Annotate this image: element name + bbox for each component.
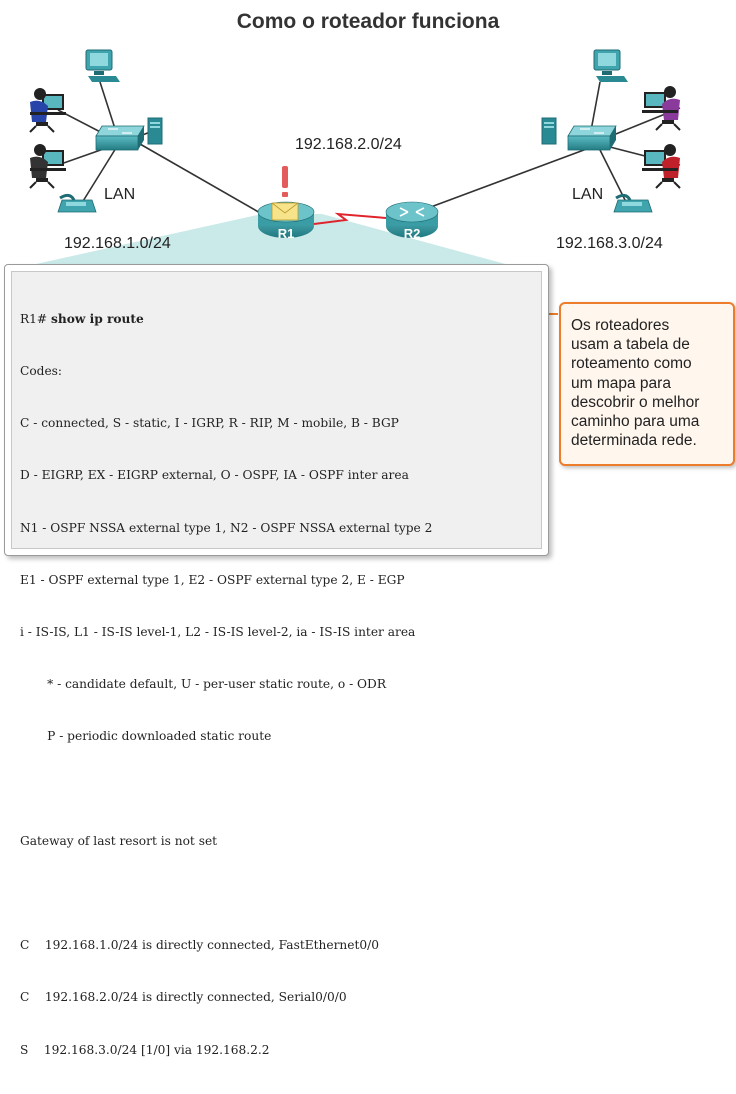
right-network-label: 192.168.3.0/24: [556, 235, 663, 252]
network-topology: R1 R2: [18, 49, 681, 321]
callout-line: usam a tabela de: [571, 336, 690, 354]
switch-icon: [95, 125, 145, 151]
callout-line: determinada rede.: [571, 432, 697, 450]
cli-line: i - IS-IS, L1 - IS-IS level-1, L2 - IS-I…: [20, 625, 416, 640]
cli-line: [20, 885, 432, 902]
cli-line: P - periodic downloaded static route: [20, 729, 272, 744]
callout-line: Os roteadores: [571, 317, 670, 334]
cli-line: C 192.168.2.0/24 is directly connected, …: [20, 990, 347, 1005]
router-r2: R2: [385, 201, 439, 241]
cli-line: C 192.168.1.0/24 is directly connected, …: [20, 938, 379, 953]
cli-line: E1 - OSPF external type 1, E2 - OSPF ext…: [20, 572, 405, 587]
cli-prompt: R1#: [20, 311, 52, 326]
wan-network-label: 192.168.2.0/24: [295, 136, 402, 153]
explanation-callout: Os roteadores usam a tabela de roteament…: [559, 302, 735, 466]
pc-icon: [85, 49, 120, 82]
cli-line: S 192.168.3.0/24 [1/0] via 192.168.2.2: [20, 1042, 270, 1057]
user-workstation-icon: [29, 88, 66, 133]
pc-icon: [593, 49, 628, 82]
cli-command: show ip route: [51, 311, 144, 326]
callout-text: Os roteadores usam a tabela de roteament…: [571, 316, 699, 450]
user-workstation-icon: [29, 144, 66, 189]
cli-line: N1 - OSPF NSSA external type 1, N2 - OSP…: [20, 520, 433, 535]
cli-output-text: R1# show ip route Codes: C - connected, …: [20, 276, 432, 1094]
right-lan-label: LAN: [572, 186, 604, 203]
callout-line: roteamento como: [571, 355, 692, 373]
ip-phone-icon: [613, 193, 653, 213]
cli-line: Gateway of last resort is not set: [20, 833, 218, 848]
user-workstation-icon: [642, 86, 681, 131]
server-icon: [541, 117, 557, 145]
zoom-wedge: [18, 214, 520, 268]
router-r1-label: R1: [278, 226, 295, 241]
alert-icon: [282, 166, 288, 197]
cli-output-area: R1# show ip route Codes: C - connected, …: [11, 271, 542, 1057]
callout-line: descobrir o melhor: [571, 393, 700, 411]
page-title: Como o roteador funciona: [236, 10, 500, 33]
serial-link-icon: [313, 212, 387, 225]
cli-line: D - EIGRP, EX - EIGRP external, O - OSPF…: [20, 468, 409, 483]
router-r2-label: R2: [404, 226, 421, 241]
server-icon: [147, 117, 163, 145]
left-network-label: 192.168.1.0/24: [64, 235, 171, 252]
cli-line: Codes:: [20, 364, 63, 379]
callout-line: um mapa para: [571, 374, 671, 392]
ip-phone-icon: [57, 193, 97, 213]
cli-output-panel: R1# show ip route Codes: C - connected, …: [4, 264, 549, 1057]
callout-line: caminho para uma: [571, 413, 700, 431]
cli-line: [20, 781, 432, 798]
envelope-icon: [271, 202, 299, 221]
user-workstation-icon: [642, 144, 681, 189]
left-lan-label: LAN: [104, 186, 136, 203]
cli-command-line: R1# show ip route: [20, 311, 432, 328]
cli-line: C - connected, S - static, I - IGRP, R -…: [20, 416, 399, 431]
cli-line: * - candidate default, U - per-user stat…: [20, 677, 386, 692]
switch-icon: [567, 125, 617, 151]
router-icon: [399, 207, 425, 217]
